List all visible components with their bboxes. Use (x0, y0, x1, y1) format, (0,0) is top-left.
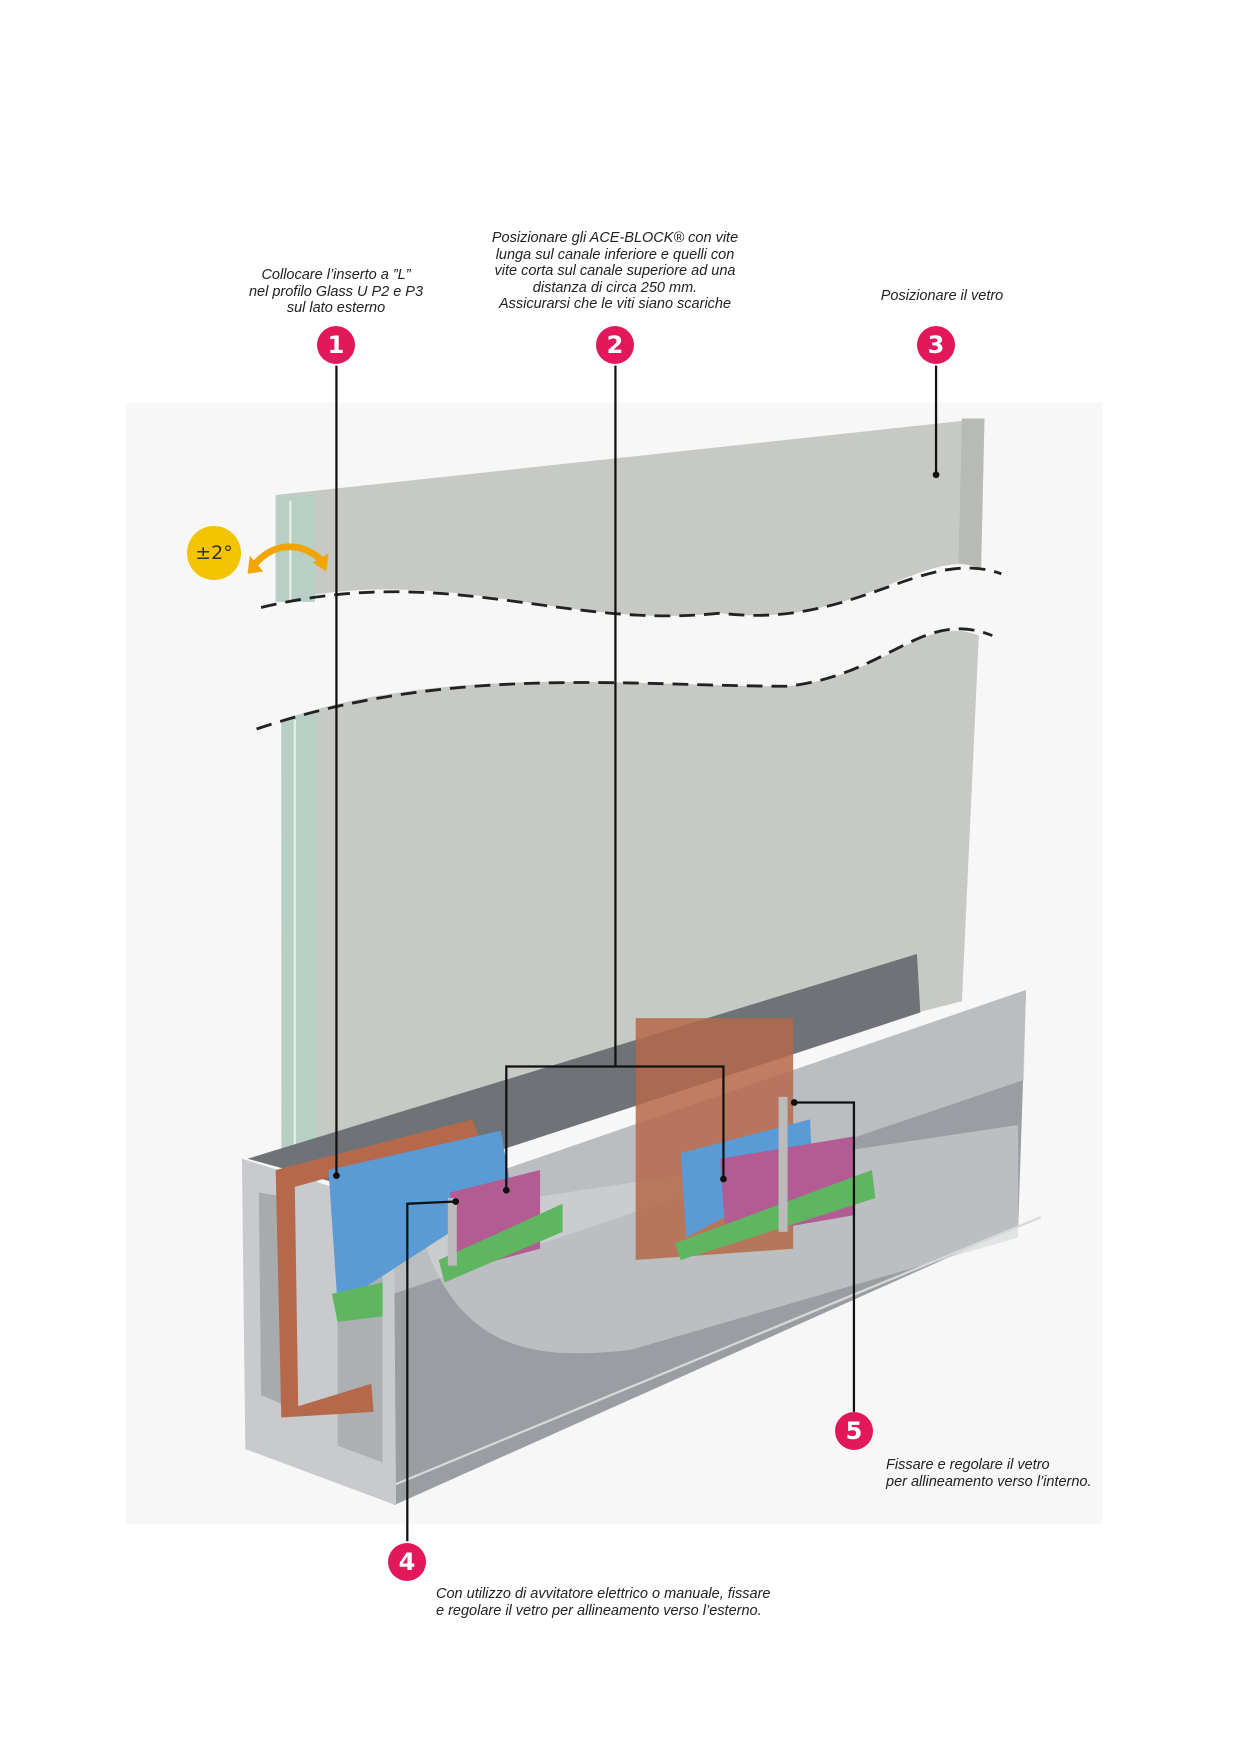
ace-block-right (675, 1096, 876, 1260)
step-number: 1 (327, 331, 345, 359)
ace-block-left (328, 1130, 563, 1322)
break-line-bottom (256, 627, 993, 731)
step-badge-4: 4 (388, 1543, 426, 1581)
step-4-caption: Con utilizzo di avvitatore elettrico o m… (436, 1586, 771, 1619)
step-number: 3 (927, 331, 945, 359)
step-number: 4 (398, 1548, 416, 1576)
break-line-top (260, 566, 1002, 618)
step-3-caption: Posizionare il vetro (880, 288, 1004, 304)
tilt-arrow-icon (251, 543, 327, 568)
tilt-badge: ±2° (187, 526, 241, 580)
step-2-caption: Posizionare gli ACE-BLOCK® con vite lung… (491, 230, 739, 312)
leader-lines (335, 365, 938, 1542)
tilt-label: ±2° (195, 542, 233, 564)
step-badge-1: 1 (317, 326, 355, 364)
step-number: 5 (845, 1417, 863, 1445)
step-badge-5: 5 (835, 1412, 873, 1450)
step-badge-2: 2 (596, 326, 634, 364)
step-1-caption: Collocare l’inserto a ”L” nel profilo Gl… (248, 267, 424, 316)
step-5-caption: Fissare e regolare il vetro per allineam… (886, 1457, 1092, 1490)
step-number: 2 (606, 331, 624, 359)
step-badge-3: 3 (917, 326, 955, 364)
